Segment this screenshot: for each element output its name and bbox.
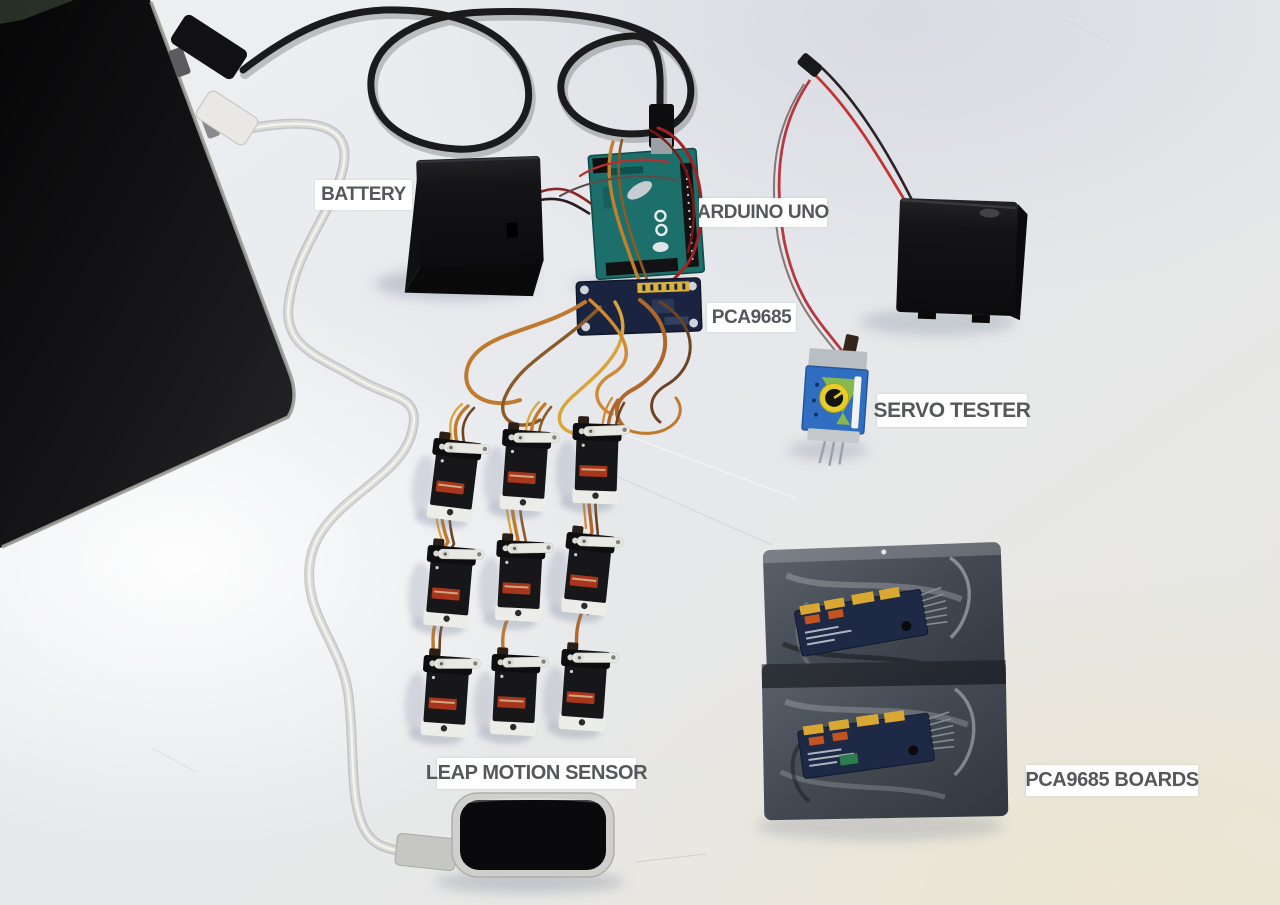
label-arduino-uno: ARDUINO UNO bbox=[697, 198, 829, 227]
servo-6 bbox=[542, 523, 625, 626]
servo-8 bbox=[471, 646, 549, 746]
black-usb-cable bbox=[171, 6, 698, 159]
wire-junction bbox=[797, 53, 823, 77]
anti-static-bags bbox=[761, 541, 1009, 821]
pca9685-board-in-bag-top bbox=[794, 586, 948, 657]
black-usb-plug bbox=[171, 14, 247, 80]
usb-plug-into-arduino bbox=[649, 104, 674, 148]
battery-pack-right bbox=[772, 53, 1028, 355]
servo-1 bbox=[407, 429, 491, 533]
laptop bbox=[0, 0, 296, 549]
servo-tester-wire bbox=[777, 79, 845, 353]
label-battery: BATTERY bbox=[315, 180, 412, 210]
micro-servos bbox=[402, 415, 631, 747]
servo-7 bbox=[402, 647, 482, 748]
label-servo-tester: SERVO TESTER bbox=[873, 394, 1031, 427]
crystal-oscillator bbox=[627, 181, 652, 200]
servo-2 bbox=[481, 421, 561, 522]
pca9685-board-in-bag-bottom bbox=[797, 710, 955, 779]
laptop-usb-port bbox=[168, 47, 191, 78]
servo-5 bbox=[476, 532, 554, 632]
white-usb-plug bbox=[195, 90, 259, 146]
battery-pack-left bbox=[404, 155, 595, 297]
arduino-logo bbox=[654, 209, 668, 237]
label-pca9685: PCA9685 bbox=[707, 303, 796, 332]
servo-4 bbox=[404, 536, 485, 638]
servo-9 bbox=[540, 641, 620, 742]
label-pca9685-boards: PCA9685 BOARDS bbox=[1025, 765, 1199, 796]
label-leap-motion-sensor: LEAP MOTION SENSOR bbox=[426, 758, 648, 789]
servo-tester bbox=[801, 334, 869, 466]
arduino-usb-port bbox=[651, 138, 672, 154]
leap-motion-controller bbox=[394, 792, 615, 878]
servo-wire-tangle bbox=[464, 298, 692, 436]
leap-usb-plug bbox=[394, 832, 458, 872]
arduino-uno-board bbox=[587, 147, 706, 281]
